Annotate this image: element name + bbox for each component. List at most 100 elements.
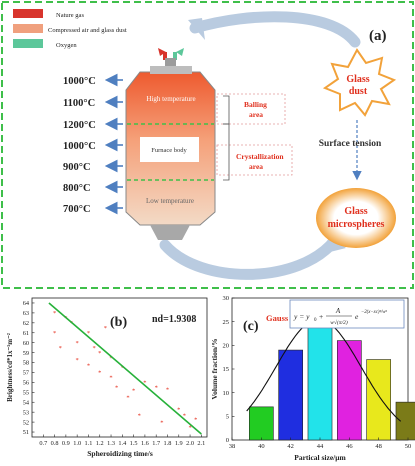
legend-swatch-compressed-air [13,24,43,33]
chart-b-xtick-label: 0.8 [51,440,59,447]
cycle-arrow-top [189,11,361,48]
chart-b-ytick-label: 54 [23,399,30,406]
chart-b-xtick-label: 1.7 [152,440,160,447]
chart-b-ytick-label: 56 [23,380,29,387]
chart-b-point: * [87,330,90,337]
glass-dust-label-2: dust [349,86,368,97]
chart-b-point: * [87,363,90,370]
chart-b-xtick-label: 1.0 [73,440,81,447]
temperature-label-5: 800°C [63,183,91,194]
chart-b-point: * [92,345,95,352]
inlet-arrow-red-icon [158,48,166,56]
chart-b-point: * [183,412,186,419]
chart-c-formula-e: e [355,312,359,321]
chart-b-point: * [155,385,158,392]
temperature-label-3: 1000°C [63,141,96,152]
chart-b-ytick-label: 53 [23,409,29,416]
chart-b-point: * [143,380,146,387]
chart-b-xtick-label: 0.9 [62,440,70,447]
chart-b-xtick-label: 2.0 [186,440,194,447]
chart-b-point: * [166,387,169,394]
chart-c-bar [278,349,303,441]
chart-c-ytick-label: 30 [223,295,230,302]
chart-b-point: * [53,330,56,337]
chart-c-ylabel: Volume fraction/% [210,338,219,399]
balling-label-2: area [249,110,263,119]
chart-c-ytick-label: 5 [226,414,229,421]
cycle-arrow-bottom [159,234,341,280]
crystallization-box [216,144,293,176]
chart-c-xtick-label: 42 [287,443,294,450]
balling-box [216,93,286,125]
crystallization-label-1: Crystallization [236,152,284,161]
chart-c-bar [249,406,274,441]
chart-b-point: * [98,350,101,357]
chart-c-panel-label: (c) [243,319,259,334]
chart-c-xlabel: Partical size/μm [294,453,346,462]
chart-b-xtick-label: 0.7 [39,440,47,447]
temperature-label-2: 1200°C [63,120,96,131]
temperature-label-4: 900°C [63,162,91,173]
chart-b-xtick-label: 1.9 [175,440,183,447]
chart-c-bar [366,359,391,441]
chart-b-xtick-label: 1.5 [130,440,138,447]
chart-c-formula-sub: 0 [314,318,317,323]
chart-b-ytick-label: 61 [23,330,29,337]
chart-b-ytick-label: 58 [23,360,29,367]
cycle-arrow-top-head [188,18,205,40]
chart-b-ytick-label: 55 [23,390,29,397]
chart-c-ytick-label: 15 [223,366,230,373]
chart-c-legend-box [289,299,405,329]
chart-c-xtick-label: 44 [317,443,324,450]
panel-a-label: (a) [369,28,387,44]
chart-b-xlabel: Spheroidizing time/s [87,449,153,458]
crystallization-bracket [223,123,230,181]
legend-swatch-nature-gas [13,9,43,18]
chart-b-point: * [98,370,101,377]
chart-b-ytick-label: 64 [23,300,30,307]
chart-b-point: * [132,388,135,395]
legend-label-compressed-air: Compressed air and glass dust [48,27,127,34]
chart-b-point: * [70,320,73,327]
balling-bracket [223,95,230,125]
chart-b-annotation: nd=1.9308 [152,314,196,325]
glass-dust-label-1: Glass [346,74,369,85]
chart-b-point: * [194,416,197,423]
chart-b-point: * [59,345,62,352]
temperature-label-6: 700°C [63,204,91,215]
chart-b-xtick-label: 1.8 [164,440,172,447]
chart-c-xtick-label: 50 [405,443,412,450]
chart-b-xtick-label: 1.2 [96,440,104,447]
zone-label-low: Low temperature [146,197,194,205]
chart-b-point: * [76,340,79,347]
chart-c-xtick-label: 48 [375,443,382,450]
legend-a: Nature gas Compressed air and glass dust… [13,9,127,49]
furnace-body-box [140,137,199,162]
chart-c-formula-den: w√(π/2) [330,319,348,326]
chart-c-formula-main: y = y [293,312,310,321]
chart-b-point: * [76,357,79,364]
chart-c-xtick-label: 40 [258,443,265,450]
crystallization-label-2: area [249,162,263,171]
chart-b-point: * [126,394,129,401]
chart-b-point: * [109,355,112,362]
chart-b-xtick-label: 1.6 [141,440,149,447]
surface-tension-label: Surface tension [319,139,382,149]
chart-c-legend-name: Gauss [266,313,289,323]
chart-b-point: * [109,375,112,382]
chart-c-bar [395,401,415,441]
chart-c-formula-num: A [335,307,341,315]
chart-c-ytick-label: 10 [223,390,230,397]
chart-b-ytick-label: 52 [23,419,29,426]
chart-b-point: * [138,412,141,419]
chart-b-point: * [53,310,56,317]
chart-b-fit-line [48,302,202,435]
